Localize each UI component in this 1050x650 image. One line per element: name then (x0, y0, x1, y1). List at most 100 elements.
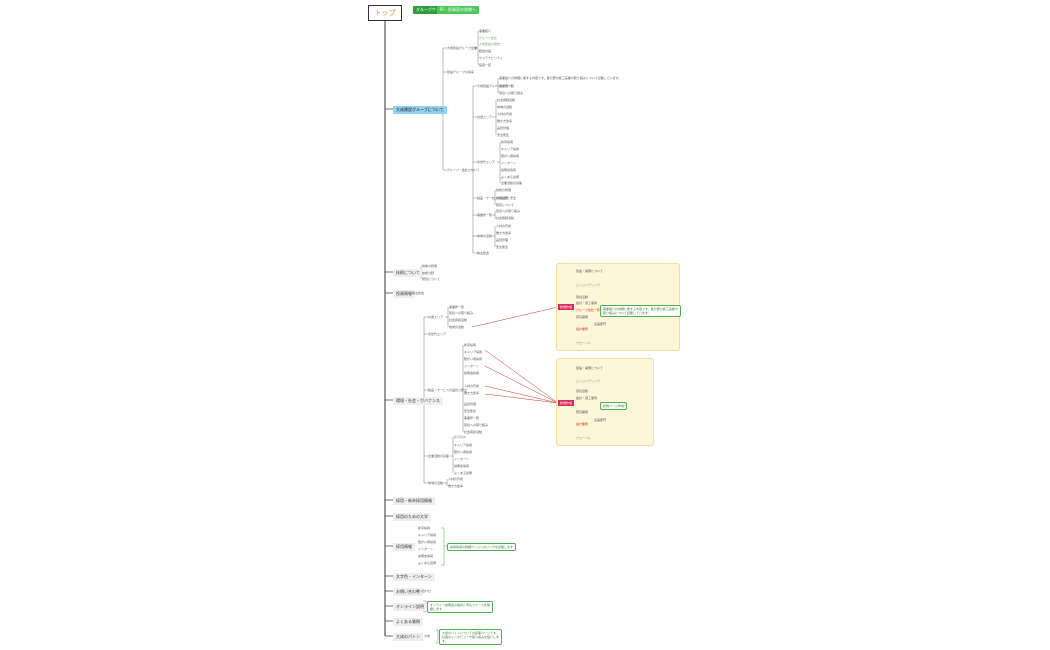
leaf-node[interactable]: 働き方改革 (497, 119, 513, 123)
leaf-node[interactable]: 事業所一覧 (499, 84, 515, 88)
leaf-node[interactable]: インターン (418, 547, 433, 551)
leaf-node[interactable]: 事業所一覧 (464, 416, 480, 420)
leaf-node[interactable]: 株主総会 (412, 291, 425, 295)
leaf-node[interactable]: 障がい者採用 (501, 154, 520, 158)
panel-row[interactable]: 企画部門 (594, 418, 607, 422)
leaf-node[interactable]: 地域の活動 (497, 105, 513, 109)
panel-row[interactable]: 環境活動 (576, 295, 589, 299)
env-branch[interactable]: 地域の活動 (428, 481, 444, 485)
leaf-node[interactable]: 環境への取り組み (496, 209, 521, 213)
node-contact[interactable]: お問い合わせ (393, 588, 423, 596)
branch-group-future[interactable]: 建設グループの将来 (447, 70, 474, 74)
panel-row[interactable]: グローバル (576, 341, 591, 345)
leaf-node[interactable]: 人材の育成 (497, 112, 513, 116)
sub-branch[interactable]: 大成建設グループについて (477, 84, 513, 88)
leaf-node[interactable]: 品質管理 (496, 238, 509, 242)
leaf-node[interactable]: 働き方改革 (496, 231, 512, 235)
leaf-node[interactable]: インターン (501, 161, 516, 165)
new-tag[interactable]: 新規作成 (558, 304, 575, 310)
root-node[interactable]: トップ (368, 5, 402, 21)
leaf-node[interactable]: 安全衛生 (497, 133, 510, 137)
branch-group-about[interactable]: グループ・会社について (447, 168, 480, 172)
leaf-node[interactable]: キャリア採用 (464, 350, 483, 354)
leaf-node[interactable]: 説明会情報 (454, 464, 470, 468)
leaf-node[interactable]: 品質管理 (464, 402, 477, 406)
leaf-node[interactable]: 経営計画 (479, 49, 492, 53)
leaf-node[interactable]: 新卒採用 (501, 140, 514, 144)
leaf-node[interactable]: 事業紹介の詳細に関する内容です。各分野の施工実績や取り組みについて記載しています… (499, 76, 622, 80)
leaf-node[interactable]: 障がい者採用 (464, 357, 483, 361)
leaf-node[interactable]: 障がい者採用 (418, 540, 437, 544)
leaf-node[interactable]: 研究について (422, 277, 440, 281)
panel-row[interactable]: 設計業務 (576, 422, 589, 426)
panel-row[interactable]: エンジニアリング (576, 379, 601, 383)
leaf-node[interactable]: 社会貢献活動 (464, 430, 483, 434)
ir-pill[interactable]: IR・投資家の皆様へ (437, 6, 479, 14)
node-baton[interactable]: 大成のパトン (393, 633, 424, 641)
leaf-node[interactable]: 新卒採用 (454, 435, 467, 439)
leaf-node[interactable]: 環境への取り組み (499, 91, 524, 95)
leaf-node[interactable]: 企業活動の基盤 (501, 181, 523, 185)
env-branch[interactable]: 次世代エリア (428, 332, 447, 336)
panel-row[interactable]: 企画部門 (594, 322, 607, 326)
new-tag[interactable]: 新規作成 (558, 400, 575, 406)
leaf-node[interactable]: 研究について (496, 203, 514, 207)
leaf-node[interactable]: 人材の育成 (464, 384, 480, 388)
node-university[interactable]: 採用のための大学 (393, 513, 431, 521)
leaf-node[interactable]: 説明会情報 (464, 371, 480, 375)
leaf-node[interactable]: インターン (454, 457, 469, 461)
leaf-node[interactable]: 品質管理 (497, 126, 510, 130)
leaf-node[interactable]: キャリア採用 (454, 443, 473, 447)
panel-row[interactable]: 環境活動 (576, 389, 589, 393)
leaf-node[interactable]: 役員一覧 (479, 63, 492, 67)
leaf-node[interactable]: 技術の特徴 (496, 188, 512, 192)
leaf-node[interactable]: 環境への取り組み (449, 311, 474, 315)
panel-row[interactable]: 研究開発 (576, 410, 589, 414)
panel-row[interactable]: 建設・開発について (576, 269, 603, 273)
sub-branch[interactable]: 共通エリア (477, 115, 493, 119)
sub-branch[interactable]: 次世代エリア (477, 160, 496, 164)
leaf-node[interactable]: 技術分野 (496, 196, 509, 200)
leaf-node[interactable]: 障がい者採用 (454, 450, 473, 454)
leaf-node[interactable]: グループ会社 (479, 36, 497, 40)
leaf-node[interactable]: 事業紹介 (479, 29, 492, 33)
leaf-node[interactable]: 安全衛生 (496, 245, 509, 249)
node-intern[interactable]: 文字色・インターン (393, 573, 435, 581)
leaf-node[interactable]: 安全衛生 (464, 409, 477, 413)
node-recruit-new[interactable]: 採用・新卒採用情報 (393, 497, 435, 505)
leaf-node[interactable]: 働き方改革 (464, 391, 480, 395)
leaf-node[interactable]: 働き方改革 (448, 484, 464, 488)
leaf-node[interactable]: 社会貢献活動 (496, 216, 515, 220)
node-investor[interactable]: 投資情報 (393, 290, 415, 298)
leaf-node[interactable]: サステナビリティ (479, 56, 503, 60)
node-esg[interactable]: 環境・社会・ガバナンス (393, 397, 443, 405)
sub-branch[interactable]: 事業所一覧 (477, 213, 493, 217)
panel-row[interactable]: 設計業務 (576, 327, 589, 331)
leaf-node[interactable]: 大成建設の歴史 (479, 42, 501, 46)
env-branch[interactable]: 企業活動の基盤 (428, 454, 450, 458)
sub-branch[interactable]: 製品・サービスの品質と安全 (477, 196, 517, 200)
leaf-node[interactable]: 問い合わせ (416, 589, 432, 593)
node-technology[interactable]: 技術について (393, 269, 423, 277)
leaf-node[interactable]: 説明会情報 (501, 168, 517, 172)
node-online[interactable]: オンライン説明 (393, 603, 427, 611)
leaf-node[interactable]: 地域の活動 (449, 325, 465, 329)
leaf-node[interactable]: よくある質問 (454, 471, 473, 475)
leaf-node[interactable]: 人材の育成 (448, 477, 464, 481)
panel-row[interactable]: 設計・施工事例 (576, 301, 598, 305)
group-site-pill[interactable]: グループサイト (413, 6, 447, 14)
panel-row[interactable]: エンジニアリング (576, 283, 601, 287)
leaf-node[interactable]: 大成 (424, 634, 431, 638)
panel-row[interactable]: 建設・開発について (576, 366, 603, 370)
sub-branch[interactable]: 株主総会 (477, 251, 490, 255)
panel-row[interactable]: グループ会社一覧 (576, 308, 600, 312)
leaf-node[interactable]: よくある質問 (418, 561, 437, 565)
branch-group-companies[interactable]: 大成建設グループ企業 (447, 46, 477, 50)
leaf-node[interactable]: インターン (464, 364, 479, 368)
env-branch[interactable]: 共通エリア (428, 315, 444, 319)
leaf-node[interactable]: 環境への取り組み (464, 423, 489, 427)
leaf-node[interactable]: 人材の育成 (496, 224, 512, 228)
leaf-node[interactable]: キャリア採用 (501, 147, 520, 151)
leaf-node[interactable]: 新卒採用 (464, 343, 477, 347)
node-faq[interactable]: よくある質問 (393, 618, 423, 626)
